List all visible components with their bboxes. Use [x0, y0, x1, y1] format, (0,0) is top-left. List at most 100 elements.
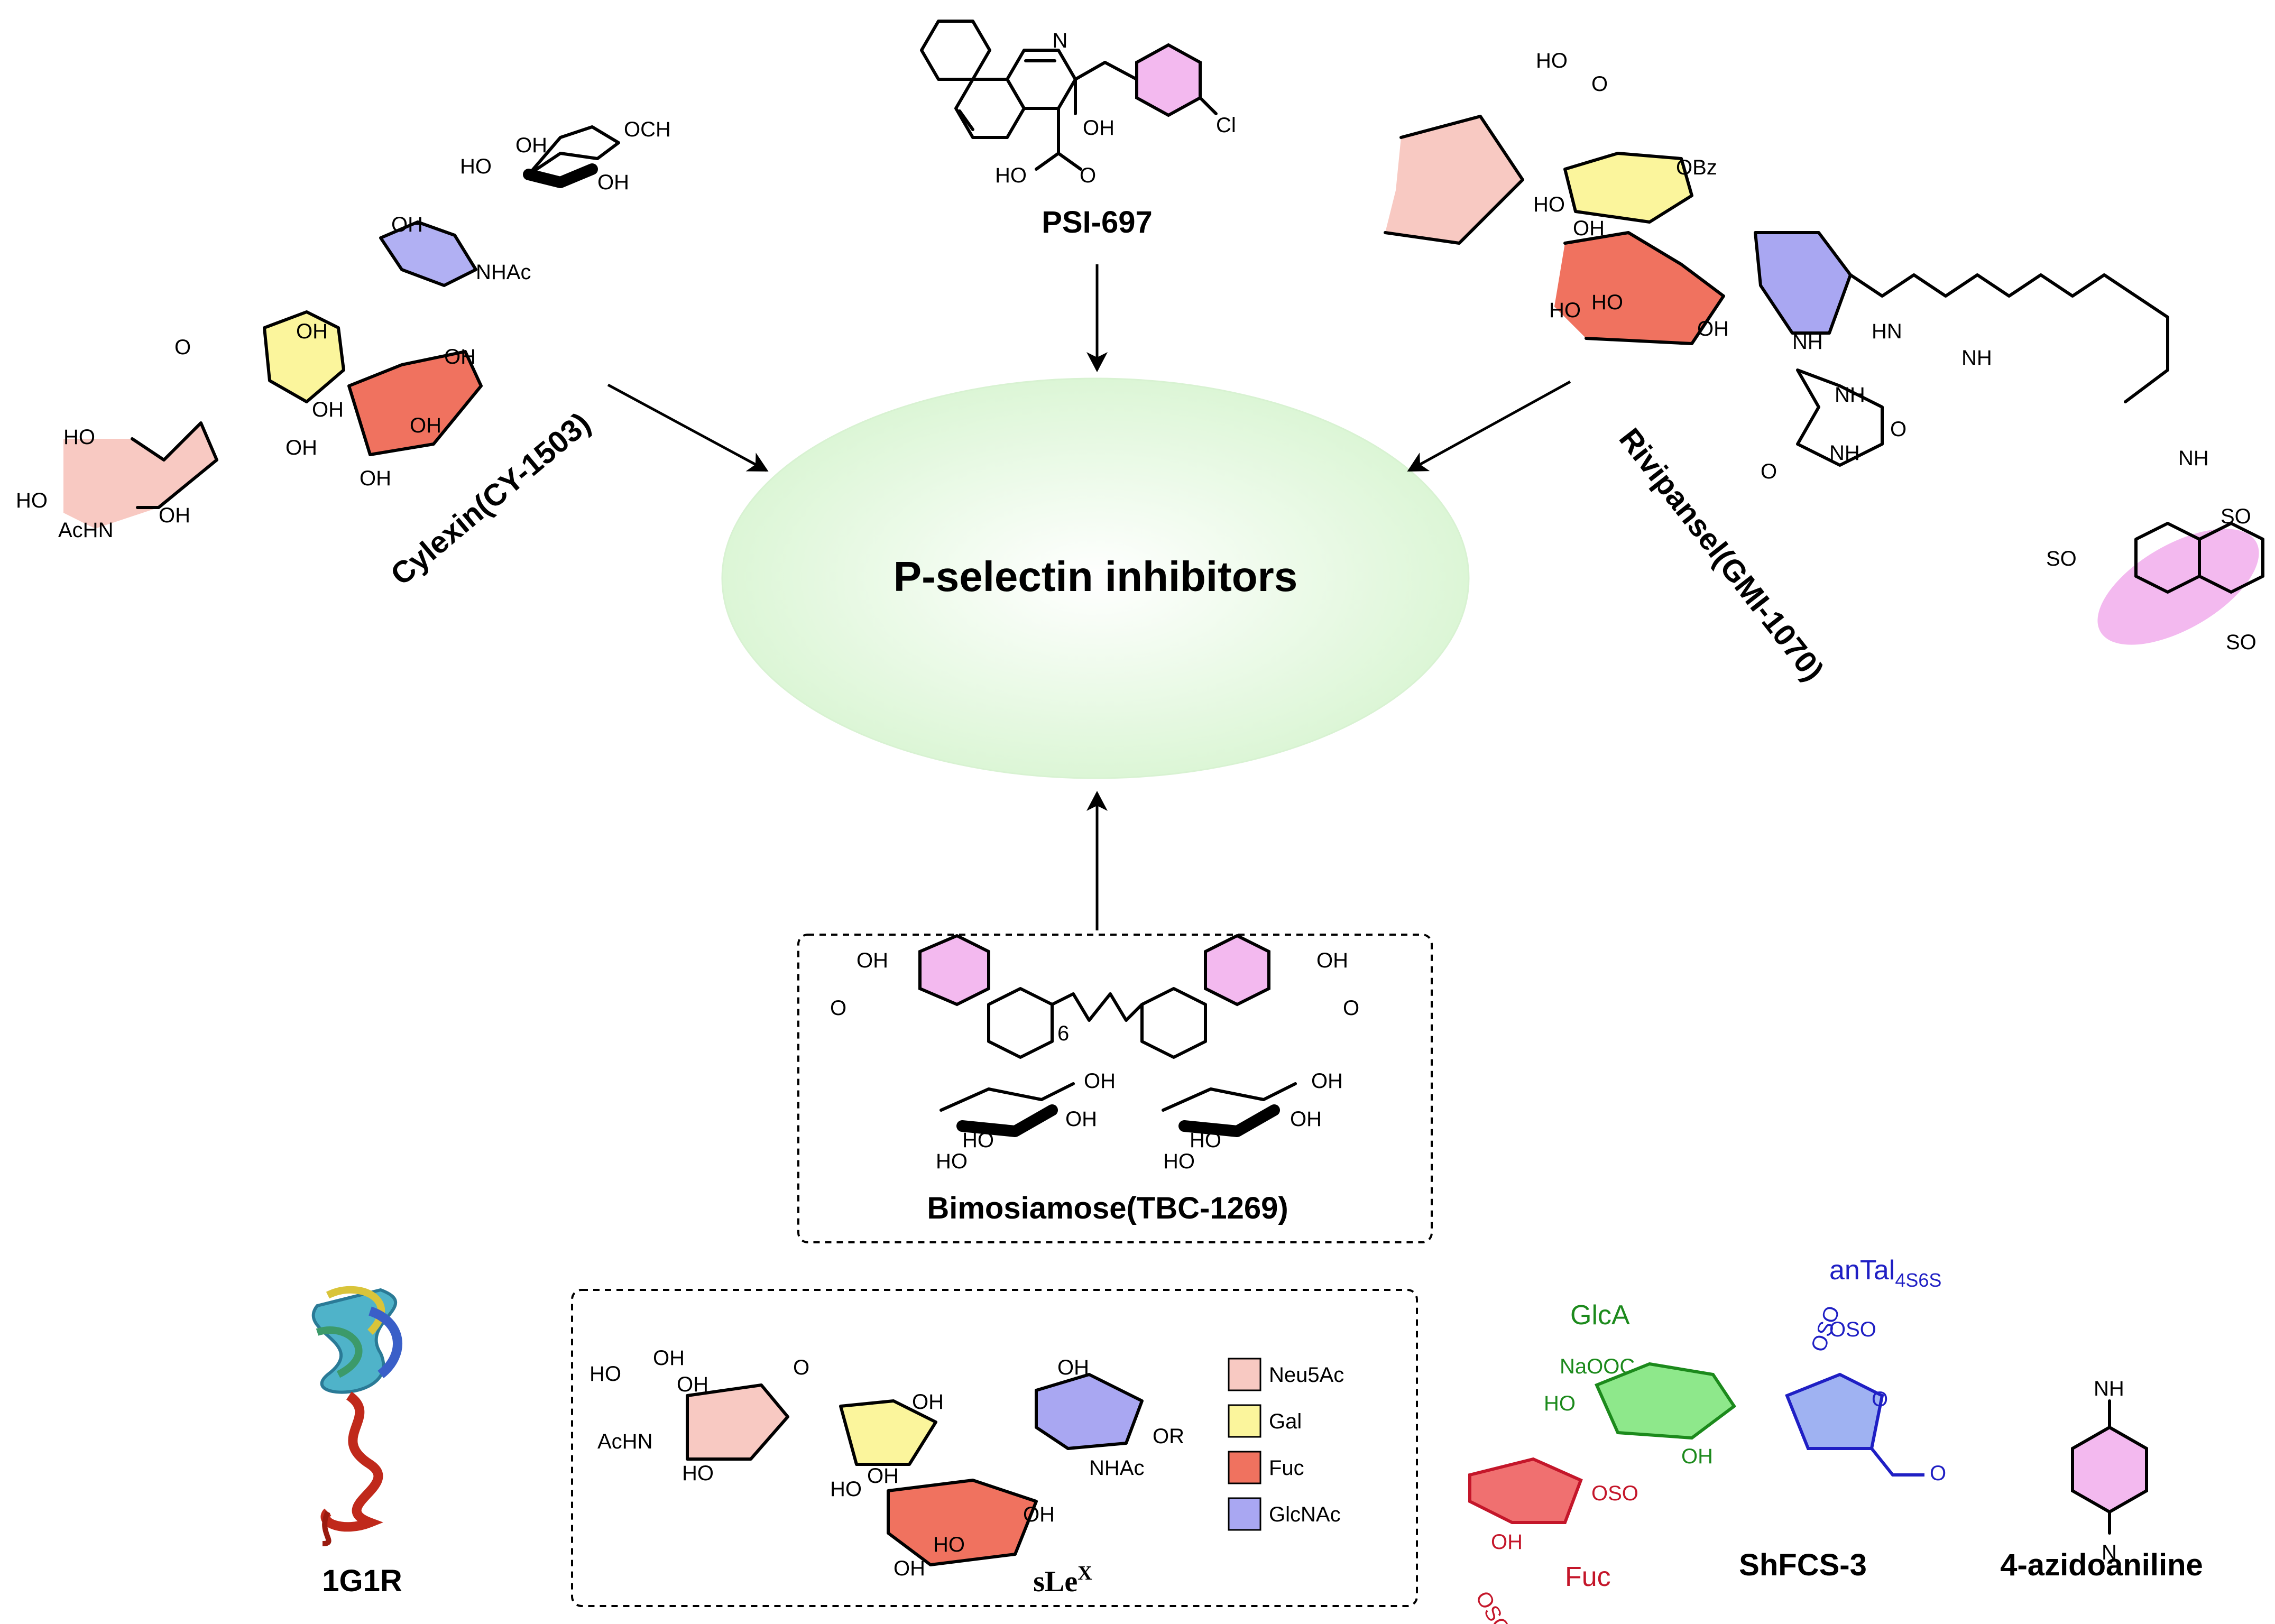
atom-oh: OH	[1573, 217, 1605, 240]
atom-oh: OH	[1290, 1108, 1322, 1131]
shfcs3-structure: GlcA NaOOC HO OH anTal4S6S OSO OSO O O O…	[1468, 1255, 1946, 1624]
bimosiamose-label: Bimosiamose(TBC-1269)	[927, 1191, 1288, 1225]
atom-so3: SO	[2226, 631, 2256, 654]
arrow-rivipansel	[1407, 380, 1571, 472]
atom-ho: HO	[962, 1129, 994, 1152]
shfcs3-label: ShFCS-3	[1739, 1548, 1867, 1582]
fuc-label: Fuc	[1565, 1562, 1611, 1592]
atom-o: O	[1872, 1388, 1888, 1411]
atom-oso3na: OSO	[1591, 1482, 1638, 1505]
atom-oh: OH	[391, 213, 423, 236]
atom-oh: OH	[597, 171, 629, 194]
legend-swatch	[1228, 1497, 1261, 1531]
atom-o: O	[1930, 1462, 1946, 1485]
atom-nhac: NHAc	[476, 261, 531, 284]
bimosiamose-structure: 6 OH O OH O OH OH OH OH HO HO HO HO Bimo…	[830, 934, 1359, 1225]
atom-n: N	[1053, 29, 1068, 52]
atom-nhac: NHAc	[1089, 1456, 1144, 1480]
atom-oh: OH	[515, 134, 547, 157]
azido-label: 4-azidoaniline	[2000, 1548, 2203, 1582]
atom-oh: OH	[1023, 1503, 1055, 1526]
atom-oh: OH	[1491, 1530, 1523, 1554]
atom-ho: HO	[63, 426, 95, 449]
atom-ho: HO	[682, 1462, 714, 1485]
atom-ho: HO	[590, 1362, 621, 1386]
atom-oh: OH	[312, 398, 344, 421]
legend-item: Neu5Ac	[1228, 1358, 1344, 1391]
atom-ho: HO	[16, 489, 48, 512]
atom-oso3na: OSO	[1471, 1588, 1515, 1624]
atom-ho: HO	[1190, 1129, 1221, 1152]
rivipansel-label: Rivipansel(GMI-1070)	[1613, 422, 1830, 687]
legend: Neu5Ac Gal Fuc GlcNAc	[1228, 1358, 1344, 1531]
atom-oh: OH	[653, 1346, 685, 1370]
atom-oh: OH	[867, 1464, 899, 1488]
legend-swatch	[1228, 1358, 1261, 1391]
legend-label: Gal	[1269, 1410, 1302, 1433]
atom-so3: SO	[2046, 547, 2077, 570]
atom-nh: NH	[1961, 346, 1992, 370]
legend-label: GlcNAc	[1269, 1503, 1341, 1526]
atom-ho: HO	[1533, 193, 1565, 216]
bimosiamose-box	[797, 934, 1433, 1243]
atom-cl: Cl	[1216, 114, 1236, 137]
atom-o-minus: O	[1080, 164, 1096, 187]
atom-oh: OH	[894, 1557, 925, 1580]
atom-oh: OH	[856, 949, 888, 972]
atom-nh2: NH	[2094, 1377, 2124, 1400]
atom-ho: HO	[460, 155, 492, 178]
legend-item: GlcNAc	[1228, 1497, 1341, 1531]
azidoaniline-structure: NH N 4-azidoaniline	[2000, 1377, 2203, 1582]
legend-label: Neu5Ac	[1269, 1363, 1344, 1387]
atom-ho: HO	[1591, 291, 1623, 314]
atom-oso3na: OSO	[1829, 1318, 1876, 1341]
atom-oh: OH	[1084, 1069, 1116, 1093]
protein-1g1r: 1G1R	[311, 1286, 402, 1598]
atom-oh: OH	[1311, 1069, 1343, 1093]
atom-oh: OH	[360, 467, 391, 490]
atom-ho: HO	[1536, 49, 1568, 72]
atom-ho: HO	[995, 164, 1027, 187]
legend-swatch	[1228, 1404, 1261, 1438]
atom-ho: HO	[1163, 1150, 1195, 1173]
atom-oh: OH	[1681, 1445, 1713, 1468]
atom-obz: OBz	[1676, 156, 1717, 179]
atom-oh: OH	[1083, 116, 1115, 140]
atom-oh: OH	[1316, 949, 1348, 972]
cylexin-structure: HO OH OH OCH OH NHAc OH OH OH OH OH OH O…	[16, 118, 671, 592]
atom-o-minus: O	[1591, 72, 1608, 96]
atom-achn: AcHN	[58, 519, 113, 542]
atom-o-minus: O	[793, 1356, 809, 1379]
legend-swatch	[1228, 1451, 1261, 1484]
atom-nh: NH	[1829, 441, 1860, 465]
rivipansel-structure: HO O OBz HO OH HO HO OH HN NH NH NH NH N…	[1384, 49, 2264, 687]
atom-oh: OH	[912, 1390, 944, 1414]
atom-ho: HO	[830, 1478, 862, 1501]
center-ellipse	[721, 377, 1470, 779]
atom-och3: OCH	[624, 118, 671, 141]
arrow-cylexin	[607, 383, 769, 472]
atom-ho: HO	[1549, 299, 1581, 322]
atom-ho: HO	[936, 1150, 968, 1173]
atom-ho: HO	[933, 1533, 965, 1556]
psi697-label: PSI-697	[1042, 205, 1153, 239]
atom-hn: HN	[1872, 320, 1902, 343]
atom-6: 6	[1057, 1022, 1069, 1045]
atom-n3: N	[2102, 1541, 2117, 1564]
glca-label: GlcA	[1570, 1300, 1630, 1331]
legend-item: Fuc	[1228, 1451, 1304, 1484]
atom-o: O	[1761, 460, 1777, 483]
slex-box	[571, 1289, 1418, 1607]
legend-item: Gal	[1228, 1404, 1302, 1438]
slex-structure: HO OH OH AcHN HO O OH HO OH OH OR NHAc O…	[590, 1346, 1184, 1598]
atom-oh: OH	[410, 414, 441, 437]
psi697-structure: N Cl OH HO O PSI-697	[920, 20, 1236, 239]
atom-oh: OH	[1697, 317, 1729, 340]
atom-nh: NH	[1835, 383, 1865, 407]
atom-oh: OH	[444, 345, 476, 368]
atom-or: OR	[1153, 1425, 1184, 1448]
protein-label: 1G1R	[322, 1564, 402, 1598]
atom-oh: OH	[296, 320, 328, 343]
atom-naooc: NaOOC	[1560, 1355, 1635, 1378]
